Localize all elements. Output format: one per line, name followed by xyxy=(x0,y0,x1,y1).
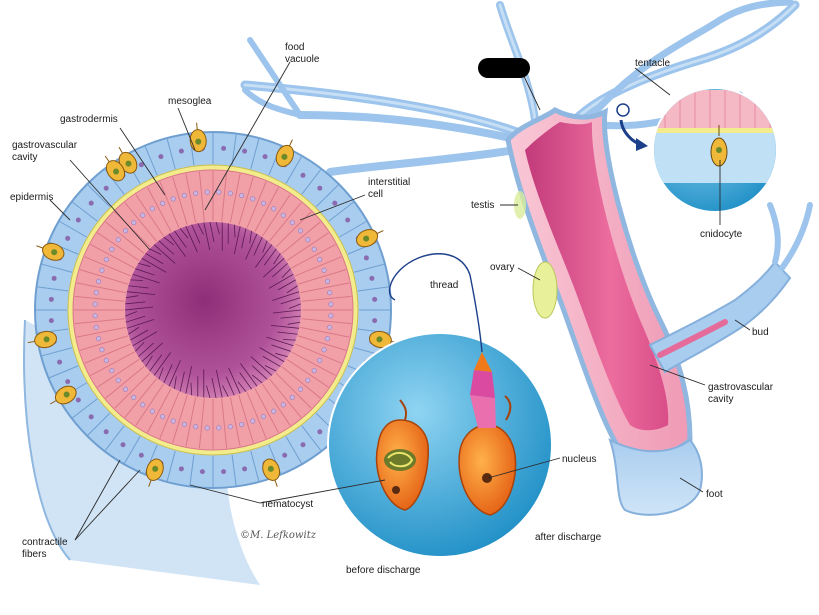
label-food-vacuole: food vacuole xyxy=(285,42,320,65)
label-nematocyst: nematocyst xyxy=(262,499,313,510)
label-ovary: ovary xyxy=(490,262,514,273)
label-cnidocyte: cnidocyte xyxy=(700,229,743,240)
artist-signature: ©M. Lefkowitz xyxy=(240,530,317,541)
label-bud: bud xyxy=(752,327,769,338)
label-nucleus: nucleus xyxy=(562,454,596,465)
label-mesoglea: mesoglea xyxy=(168,96,212,107)
label-thread: thread xyxy=(430,280,458,291)
label-testis: testis xyxy=(471,200,494,211)
label-foot: foot xyxy=(706,489,723,500)
cnidocyte-inset xyxy=(650,88,780,212)
label-gastrodermis: gastrodermis xyxy=(60,114,118,125)
cross-section xyxy=(24,122,399,585)
label-gastrovascular-cavity-right: gastrovascular cavity xyxy=(708,382,776,405)
label-epidermis: epidermis xyxy=(10,192,53,203)
redaction-mark xyxy=(478,58,530,78)
label-gastrovascular-cavity-left: gastrovascular cavity xyxy=(12,140,80,163)
label-after-discharge: after discharge xyxy=(535,532,602,543)
label-before-discharge: before discharge xyxy=(346,565,421,576)
label-tentacle: tentacle xyxy=(635,58,670,69)
label-interstitial-cell: interstitial cell xyxy=(368,177,413,200)
